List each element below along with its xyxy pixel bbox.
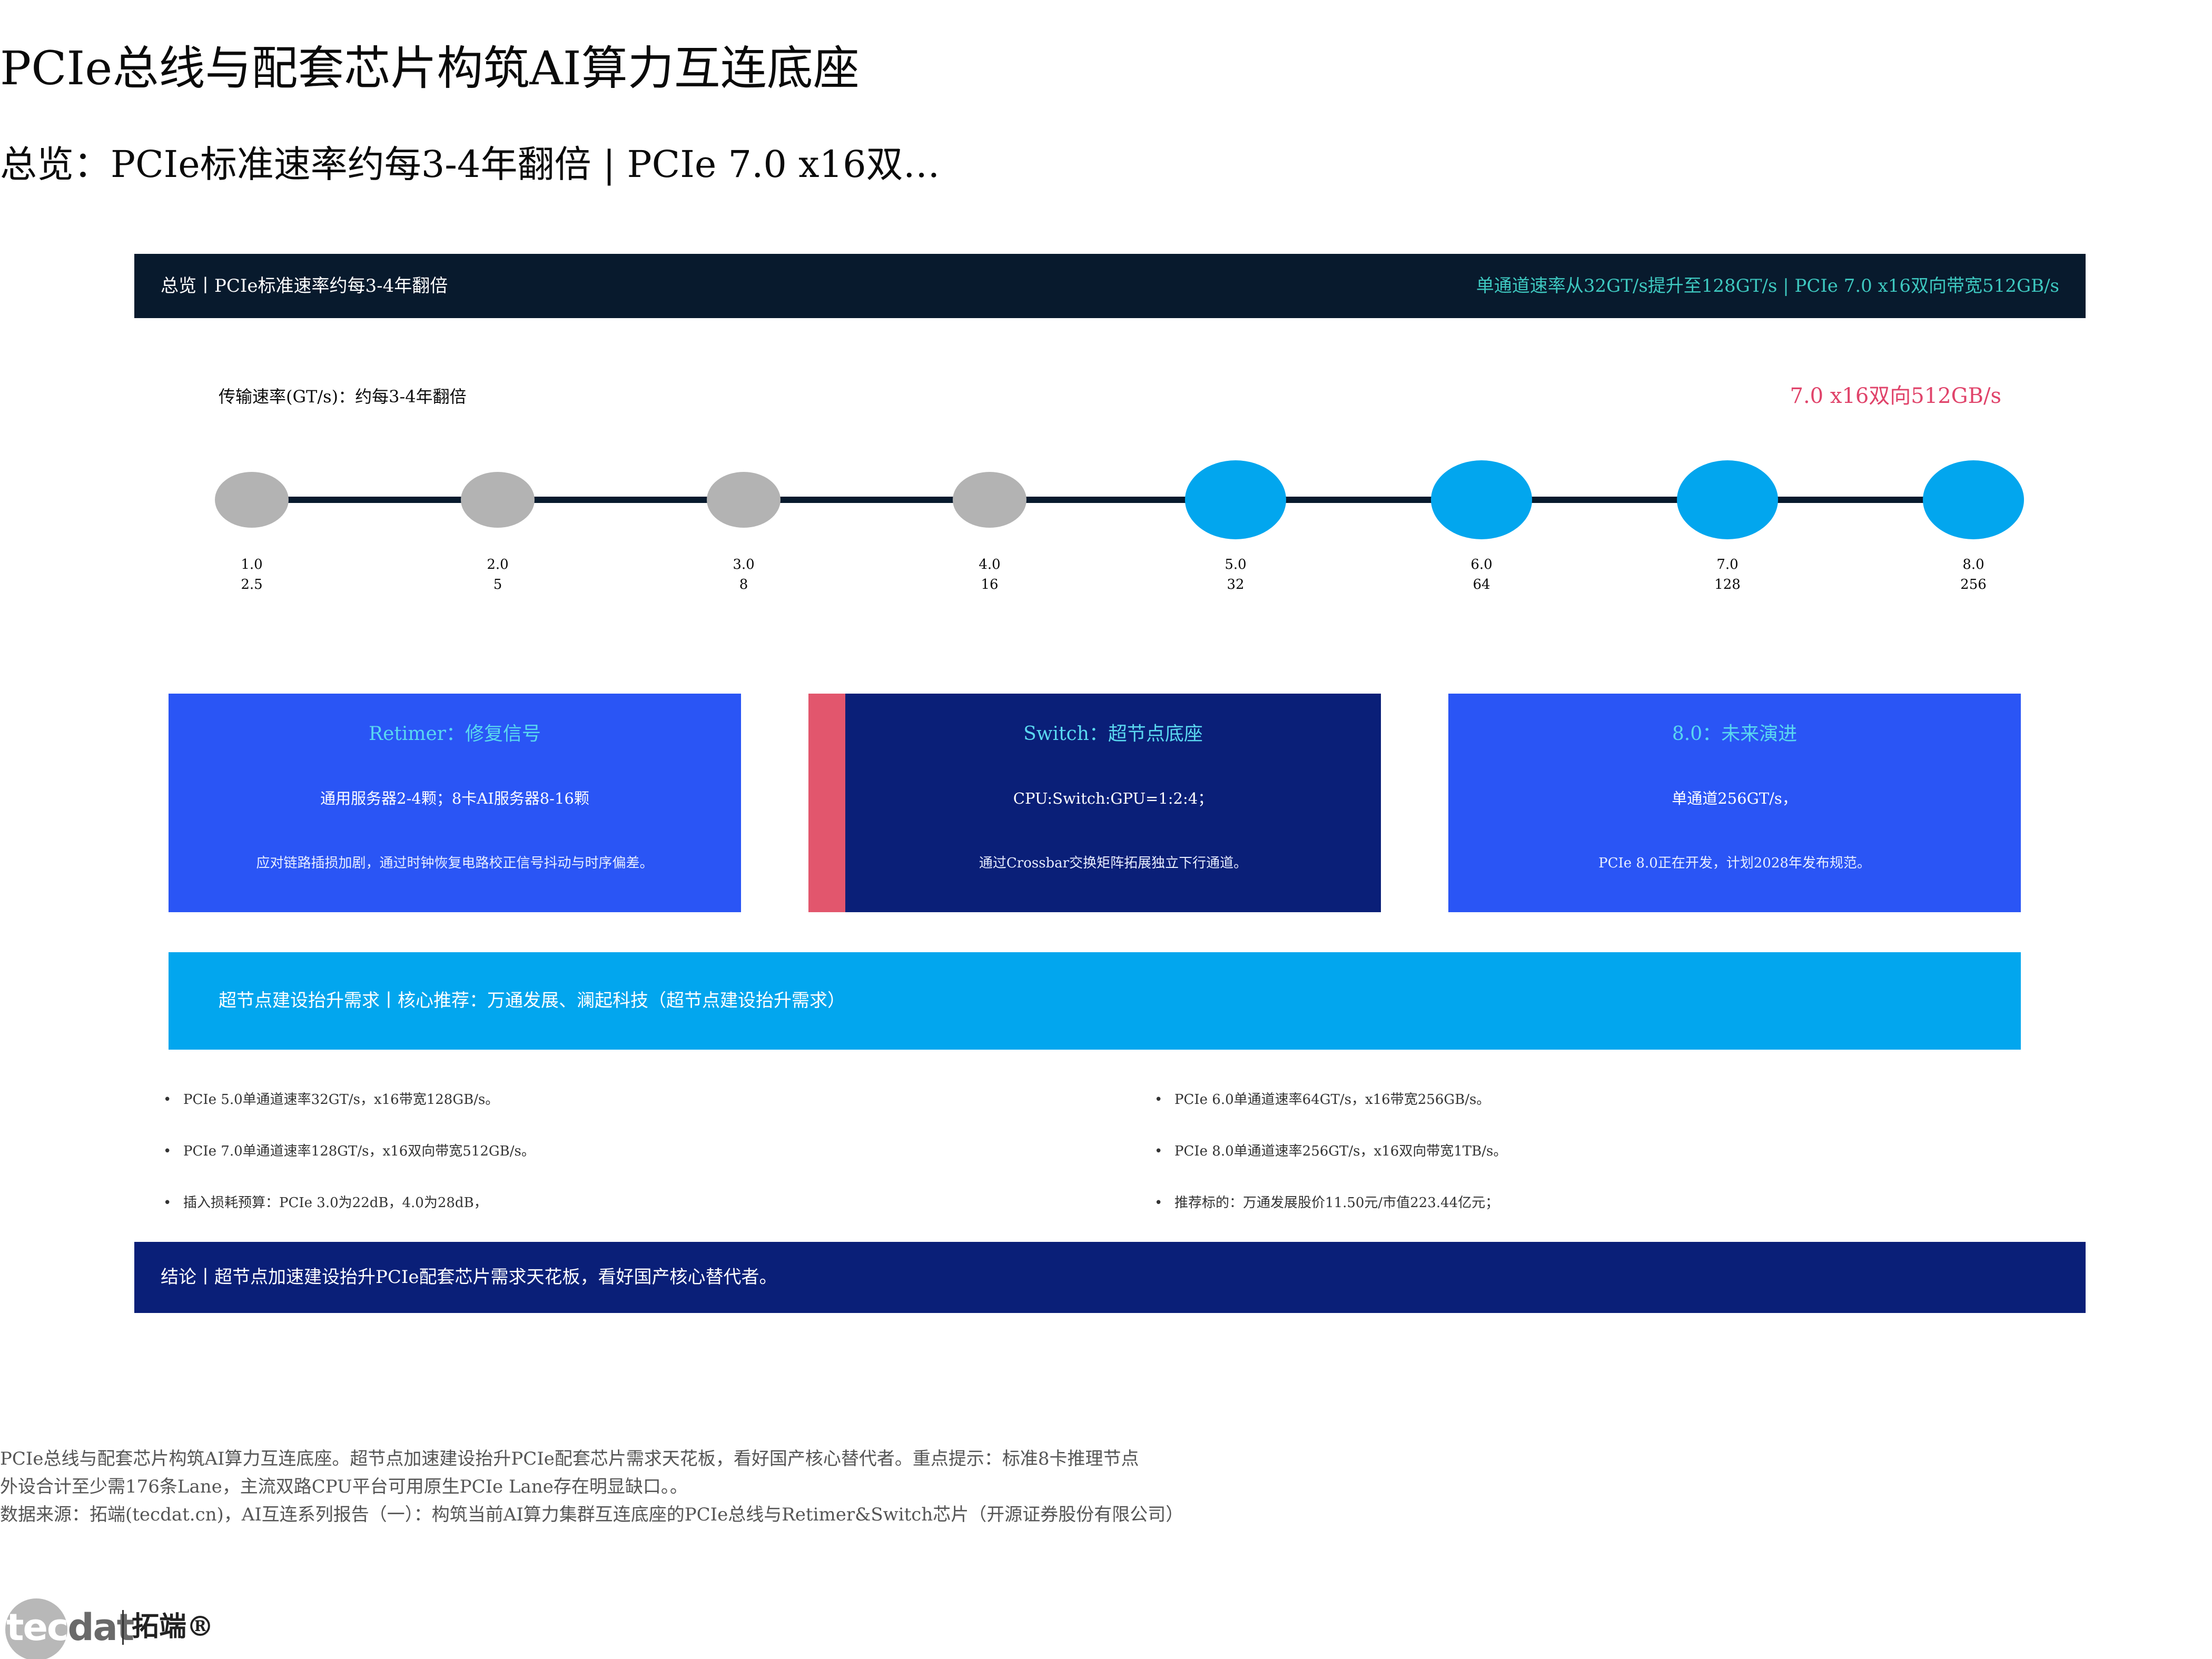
page-subtitle: 总览：PCIe标准速率约每3-4年翻倍 | PCIe 7.0 x16双… [0, 143, 940, 186]
timeline-version-label: 1.0 [241, 557, 262, 572]
timeline-version-label: 2.0 [487, 557, 508, 572]
timeline-rate-label: 2.5 [241, 577, 262, 592]
overview-header-left: 总览丨PCIe标准速率约每3-4年翻倍 [161, 275, 448, 297]
card-retimer-headline: 通用服务器2-4颗；8卡AI服务器8-16颗 [320, 789, 589, 807]
timeline-rate-label: 8 [739, 577, 748, 592]
bullet-dot-icon: • [1154, 1195, 1163, 1211]
card-pcie8: 8.0：未来演进 单通道256GT/s， PCIe 8.0正在开发，计划2028… [1448, 694, 2021, 912]
card-retimer-description: 应对链路插损加剧，通过时钟恢复电路校正信号抖动与时序偏差。 [256, 855, 654, 871]
timeline-node-4.0 [953, 472, 1026, 528]
timeline-node-6.0 [1431, 460, 1532, 539]
timeline-version-label: 6.0 [1470, 557, 1492, 572]
timeline-node-1.0 [215, 472, 289, 528]
timeline-note: 7.0 x16双向512GB/s [1790, 384, 2001, 408]
timeline-node-7.0 [1677, 460, 1778, 539]
card-switch-description: 通过Crossbar交换矩阵拓展独立下行通道。 [979, 855, 1248, 871]
card-retimer: Retimer：修复信号 通用服务器2-4颗；8卡AI服务器8-16颗 应对链路… [169, 694, 741, 912]
bullet-text: PCIe 7.0单通道速率128GT/s，x16双向带宽512GB/s。 [183, 1143, 535, 1159]
timeline-node-3.0 [707, 472, 781, 528]
conclusion-bar: 结论丨超节点加速建设抬升PCIe配套芯片需求天花板，看好国产核心替代者。 [134, 1242, 2086, 1313]
timeline-node-8.0 [1923, 460, 2024, 539]
card-switch-title: Switch：超节点底座 [1023, 723, 1203, 745]
timeline-rate-label: 5 [493, 577, 502, 592]
timeline-title: 传输速率(GT/s)：约每3-4年翻倍 [219, 387, 467, 407]
card-retimer-title: Retimer：修复信号 [368, 723, 541, 745]
timeline-node-2.0 [461, 472, 535, 528]
card-pcie8-title: 8.0：未来演进 [1672, 723, 1798, 745]
bullet-dot-icon: • [1154, 1092, 1163, 1108]
bullet-item: • PCIe 8.0单通道速率256GT/s，x16双向带宽1TB/s。 [1154, 1141, 1507, 1162]
bullet-item: • 推荐标的：万通发展股价11.50元/市值223.44亿元； [1154, 1192, 1499, 1213]
logo-cn-name: 拓端® [132, 1611, 214, 1643]
conclusion-text: 结论丨超节点加速建设抬升PCIe配套芯片需求天花板，看好国产核心替代者。 [161, 1267, 777, 1288]
bullet-dot-icon: • [1154, 1143, 1163, 1159]
tecdat-logo: tecdat 拓端® [5, 1598, 226, 1659]
card-pcie8-headline: 单通道256GT/s， [1672, 789, 1798, 807]
timeline-node-5.0 [1185, 460, 1286, 539]
bullet-item: • PCIe 6.0单通道速率64GT/s，x16带宽256GB/s。 [1154, 1089, 1490, 1110]
bullet-text: PCIe 6.0单通道速率64GT/s，x16带宽256GB/s。 [1174, 1092, 1490, 1108]
timeline-rate-label: 32 [1227, 577, 1244, 592]
page-title: PCIe总线与配套芯片构筑AI算力互连底座 [0, 41, 860, 95]
card-switch: Switch：超节点底座 CPU:Switch:GPU=1:2:4； 通过Cro… [808, 694, 1381, 912]
recommendation-bar: 超节点建设抬升需求丨核心推荐：万通发展、澜起科技（超节点建设抬升需求） [169, 952, 2021, 1050]
card-switch-headline: CPU:Switch:GPU=1:2:4； [1013, 789, 1213, 807]
footer-summary-line-2: 外设合计至少需176条Lane，主流双路CPU平台可用原生PCIe Lane存在… [0, 1476, 688, 1497]
bullet-text: 插入损耗预算：PCIe 3.0为22dB，4.0为28dB， [183, 1195, 488, 1211]
bullet-dot-icon: • [163, 1195, 172, 1211]
logo-brand: tecdat [6, 1604, 134, 1651]
timeline-rate-label: 256 [1960, 577, 1987, 592]
timeline-version-label: 4.0 [979, 557, 1000, 572]
timeline-rate-label: 64 [1473, 577, 1490, 592]
bullet-text: PCIe 8.0单通道速率256GT/s，x16双向带宽1TB/s。 [1174, 1143, 1507, 1159]
pcie-timeline: 1.0 2.5 2.0 5 3.0 8 4.0 16 5.0 32 6.0 64 7.0 128 8.0 25… [215, 460, 2024, 592]
timeline-version-label: 7.0 [1716, 557, 1738, 572]
bullet-item: • PCIe 7.0单通道速率128GT/s，x16双向带宽512GB/s。 [163, 1141, 535, 1162]
bullet-dot-icon: • [163, 1143, 172, 1159]
logo-separator [122, 1610, 124, 1645]
card-pcie8-description: PCIe 8.0正在开发，计划2028年发布规范。 [1598, 855, 1871, 871]
bullet-item: • PCIe 5.0单通道速率32GT/s，x16带宽128GB/s。 [163, 1089, 499, 1110]
bullet-text: PCIe 5.0单通道速率32GT/s，x16带宽128GB/s。 [183, 1092, 499, 1108]
timeline-rate-label: 16 [981, 577, 998, 592]
timeline-rate-label: 128 [1714, 577, 1741, 592]
timeline-version-label: 3.0 [733, 557, 754, 572]
overview-header-right: 单通道速率从32GT/s提升至128GT/s | PCIe 7.0 x16双向带… [1476, 275, 2059, 297]
overview-header-bar: 总览丨PCIe标准速率约每3-4年翻倍 单通道速率从32GT/s提升至128GT… [134, 254, 2086, 318]
card-switch-accent-stripe [808, 694, 845, 912]
bullet-item: • 插入损耗预算：PCIe 3.0为22dB，4.0为28dB， [163, 1192, 488, 1213]
footer-summary-line-1: PCIe总线与配套芯片构筑AI算力互连底座。超节点加速建设抬升PCIe配套芯片需… [0, 1448, 1139, 1469]
logo-badge-icon [5, 1598, 67, 1659]
logo-brand-tec: tec [6, 1606, 68, 1649]
bullet-text: 推荐标的：万通发展股价11.50元/市值223.44亿元； [1174, 1195, 1499, 1211]
timeline-version-label: 5.0 [1224, 557, 1246, 572]
recommendation-text: 超节点建设抬升需求丨核心推荐：万通发展、澜起科技（超节点建设抬升需求） [219, 990, 845, 1011]
timeline-version-label: 8.0 [1962, 557, 1984, 572]
footer-source: 数据来源：拓端(tecdat.cn)，AI互连系列报告（一）：构筑当前AI算力集… [0, 1504, 1184, 1525]
bullet-dot-icon: • [163, 1092, 172, 1108]
